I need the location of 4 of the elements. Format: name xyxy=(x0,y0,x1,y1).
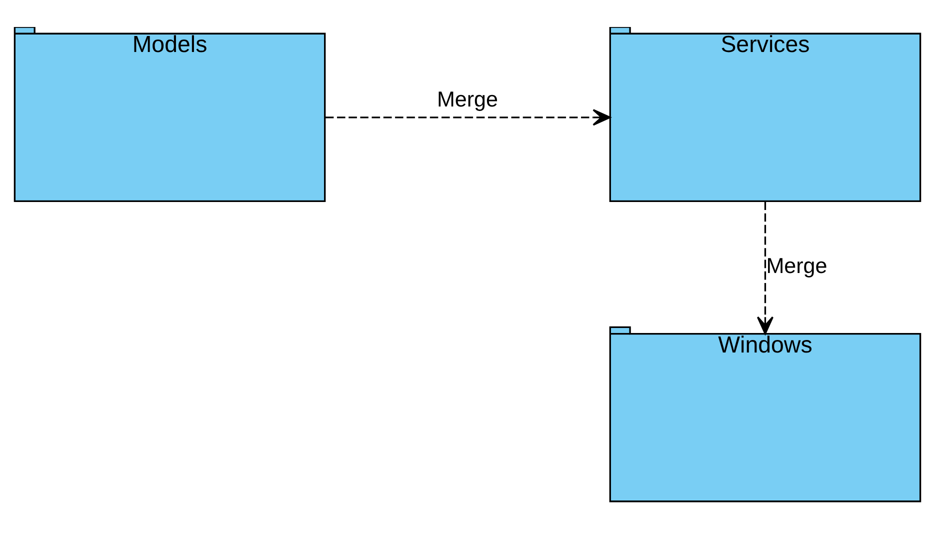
edge-label: Merge xyxy=(766,253,828,278)
edge-label: Merge xyxy=(436,86,498,112)
arrow xyxy=(756,202,774,335)
arrow xyxy=(325,109,611,126)
